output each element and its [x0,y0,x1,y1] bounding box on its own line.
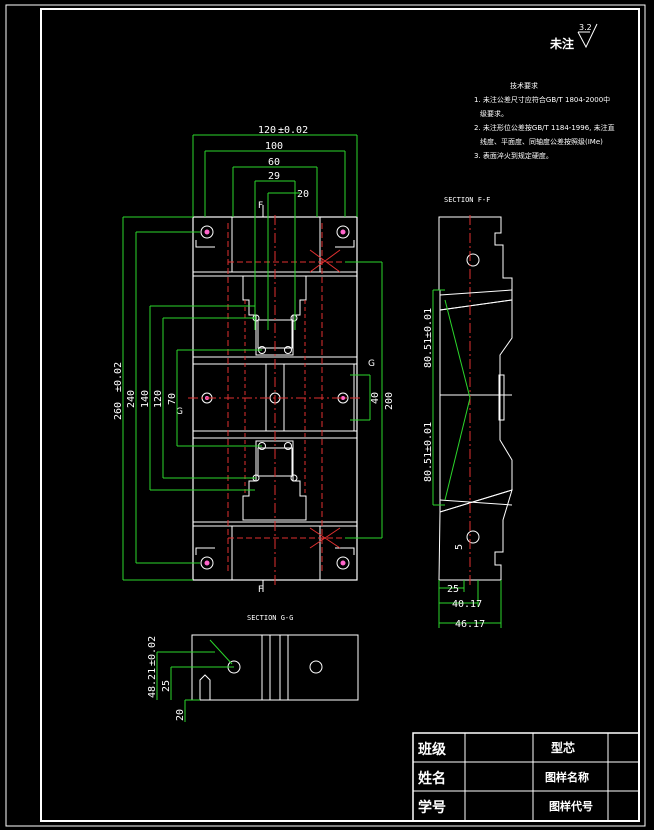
svg-text:5: 5 [454,544,465,550]
svg-text:260: 260 [113,402,124,420]
svg-text:140: 140 [140,390,151,408]
title-row-label-student-id: 学号 [418,799,446,816]
cut-label-g-right: G [368,359,375,369]
title-row-label-class: 班级 [418,741,447,758]
svg-text:80.51: 80.51 [423,338,434,368]
svg-text:80.51: 80.51 [423,452,434,482]
section-f-f-dimensions: 80.51 ±0.01 80.51 ±0.01 5 25 40.17 46.17 [423,289,502,630]
svg-text:40.17: 40.17 [452,599,482,610]
svg-text:25: 25 [161,680,172,692]
title-block: 班级 型芯 姓名 图样名称 学号 图样代号 [412,732,640,822]
technical-requirements: 技术要求 1. 未注公差尺寸应符合GB/T 1804-2000中 级要求。 2.… [474,81,615,160]
outer-border [5,4,646,827]
svg-text:技术要求: 技术要求 [510,81,538,90]
cut-label-f-top: F [258,201,263,211]
svg-text:20: 20 [297,189,309,200]
svg-text:±0.02: ±0.02 [278,125,308,136]
svg-text:120: 120 [258,125,276,136]
title-row-drawing-name: 图样名称 [545,770,589,784]
svg-text:20: 20 [175,709,186,721]
title-row-drawing-code: 图样代号 [549,799,593,813]
svg-text:100: 100 [265,141,283,152]
svg-text:120: 120 [153,390,164,408]
section-f-f-label: SECTION F-F [444,196,490,204]
main-view: F F G G [176,201,375,595]
svg-text:29: 29 [268,171,280,182]
main-view-dimensions: 120 ±0.02 100 60 29 20 260 ±0.02 240 140… [113,125,395,581]
svg-text:1. 未注公差尺寸应符合GB/T 1804-2000中: 1. 未注公差尺寸应符合GB/T 1804-2000中 [474,95,610,104]
svg-text:60: 60 [268,157,280,168]
section-g-g-dimensions: 48.21 ±0.02 25 20 [147,636,234,722]
inner-border [40,8,640,822]
svg-text:±0.02: ±0.02 [147,636,158,666]
svg-text:未注: 未注 [549,36,574,51]
section-f-f: SECTION F-F [438,196,513,585]
svg-text:线度、平面度、同轴度公差按照级(IMe): 线度、平面度、同轴度公差按照级(IMe) [480,137,603,146]
svg-text:240: 240 [126,390,137,408]
section-g-g: SECTION G-G [191,614,359,701]
svg-text:±0.02: ±0.02 [113,362,124,392]
svg-text:3.2: 3.2 [579,23,592,32]
svg-text:46.17: 46.17 [455,619,485,630]
svg-text:3. 表面淬火到规定硬度。: 3. 表面淬火到规定硬度。 [474,151,553,160]
svg-text:200: 200 [384,392,395,410]
title-row-label-name: 姓名 [418,770,446,787]
cut-label-g-left: G [176,407,183,417]
cut-label-f-bottom: F [258,585,263,595]
svg-text:70: 70 [167,393,178,405]
svg-text:±0.01: ±0.01 [423,308,434,338]
section-g-g-label: SECTION G-G [247,614,293,622]
svg-text:25: 25 [447,584,459,595]
svg-text:40: 40 [370,392,381,404]
roughness-symbol: 未注 3.2 [549,23,598,51]
svg-text:级要求。: 级要求。 [480,109,508,118]
svg-text:±0.01: ±0.01 [423,422,434,452]
svg-text:48.21: 48.21 [147,668,158,698]
title-row-part-name: 型芯 [551,740,575,755]
svg-text:2. 未注形位公差按GB/T 1184-1996, 未注直: 2. 未注形位公差按GB/T 1184-1996, 未注直 [474,123,615,132]
